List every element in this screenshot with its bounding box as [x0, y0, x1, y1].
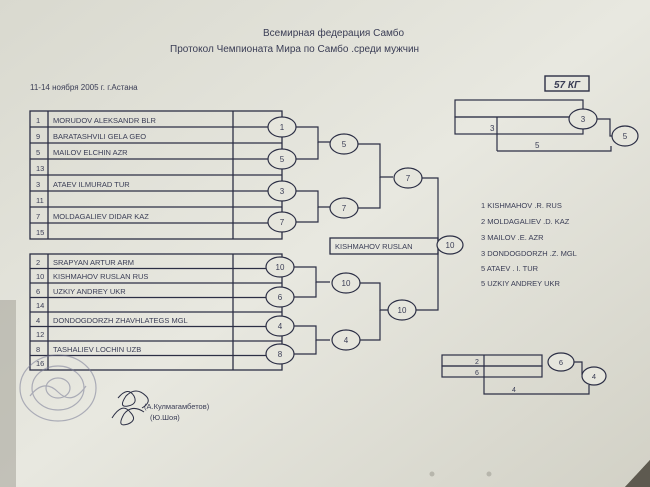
result-line: 2 MOLDAGALIEV .D. KAZ	[481, 217, 570, 226]
repechage-entry: 6	[475, 370, 479, 377]
match-winner-number: 10	[276, 263, 285, 272]
match-circle: 1	[267, 116, 297, 138]
seed-number: 13	[36, 164, 44, 173]
federation-title: Всемирная федерация Самбо	[263, 27, 405, 39]
seed-number: 4	[36, 316, 40, 325]
protocol-title: Протокол Чемпионата Мира по Самбо .среди…	[170, 43, 419, 55]
repechage-entry: 2	[475, 359, 479, 366]
signature-scribble	[111, 390, 149, 426]
seed-number: 5	[36, 148, 40, 157]
match-circle: 10	[387, 299, 417, 321]
pool-b-rows: 2 SRAPYAN ARTUR ARM 10 KISHMAHOV RUSLAN …	[36, 258, 188, 368]
match-winner-number: 4	[344, 336, 349, 345]
competitor-name: TASHALIEV LOCHIN UZB	[53, 345, 141, 354]
paper-shadow-corner	[625, 460, 650, 487]
competitor-name: MAILOV ELCHIN AZR	[53, 148, 128, 157]
repechage-bottom-entry: 4	[512, 387, 516, 394]
match-circle: 3	[267, 180, 297, 202]
competitor-name: ATAEV ILMURAD TUR	[53, 180, 130, 189]
repechage-bottom-entry: 5	[535, 141, 540, 150]
competitor-name: DONDOGDORZH ZHAVHLATEGS MGL	[53, 316, 188, 325]
match-circle: 7	[393, 167, 423, 189]
seed-number: 16	[36, 359, 44, 368]
repechage-circle: 3	[581, 115, 586, 124]
match-circle: 10	[265, 256, 295, 278]
competitor-name: MORUDOV ALEKSANDR BLR	[53, 116, 157, 125]
repechage-top: 3 3 5 5	[490, 108, 639, 150]
seed-number: 15	[36, 228, 44, 237]
pool-a-rows: 1 MORUDOV ALEKSANDR BLR 9 BARATASHVILI G…	[36, 116, 157, 237]
event-dates: 11-14 ноября 2005 г. г.Астана	[30, 83, 138, 92]
match-circle: 7	[267, 211, 297, 233]
final-winner-number: 10	[446, 241, 455, 250]
seed-number: 11	[36, 196, 44, 205]
match-winner-number: 7	[406, 174, 411, 183]
competitor-name: UZKIY ANDREY UKR	[53, 287, 126, 296]
result-line: 1 KISHMAHOV .R. RUS	[481, 201, 562, 210]
final-winner-name: KISHMAHOV RUSLAN	[335, 242, 413, 251]
result-line: 3 DONDOGDORZH .Z. MGL	[481, 249, 577, 258]
seed-number: 9	[36, 132, 40, 141]
official-stamp	[19, 354, 97, 422]
match-circle: 10	[331, 272, 361, 294]
match-winner-number: 10	[398, 306, 407, 315]
repechage-entry: 3	[490, 124, 495, 133]
competitor-name: MOLDAGALIEV DIDAR KAZ	[53, 212, 149, 221]
competitor-name: BARATASHVILI GELA GEO	[53, 132, 146, 141]
pool-b-table	[29, 253, 283, 371]
left-edge-shadow	[0, 300, 16, 487]
match-winner-number: 1	[280, 123, 285, 132]
match-winner-number: 5	[280, 155, 285, 164]
seed-number: 14	[36, 301, 44, 310]
match-circle: 4	[331, 329, 361, 351]
match-circle: 7	[329, 197, 359, 219]
hole-punch	[486, 471, 492, 477]
match-winner-number: 10	[342, 279, 351, 288]
signature-name-2: (Ю.Шоя)	[150, 413, 180, 422]
seed-number: 1	[36, 116, 40, 125]
repechage-circle: 4	[592, 372, 596, 381]
match-winner-number: 8	[278, 350, 283, 359]
competitor-name: SRAPYAN ARTUR ARM	[53, 258, 134, 267]
competitor-name: KISHMAHOV RUSLAN RUS	[53, 272, 148, 281]
signature-name-1: (А.Кулмагамбетов)	[144, 402, 210, 411]
repechage-circle: 5	[623, 132, 628, 141]
seed-number: 12	[36, 330, 44, 339]
pool-a-table	[29, 110, 283, 240]
bracket-circles: 1 5 3 7 5 7 7 10	[265, 116, 423, 365]
seed-number: 3	[36, 180, 40, 189]
result-line: 5 UZKIY ANDREY UKR	[481, 279, 560, 288]
seed-number: 7	[36, 212, 40, 221]
final-results-list: 1 KISHMAHOV .R. RUS 2 MOLDAGALIEV .D. KA…	[481, 201, 577, 288]
match-winner-number: 7	[342, 204, 347, 213]
repechage-circle: 6	[559, 358, 563, 367]
result-line: 5 ATAEV . I. TUR	[481, 264, 539, 273]
final-winner-box: KISHMAHOV RUSLAN 10	[329, 235, 464, 255]
match-circle: 5	[329, 133, 359, 155]
match-winner-number: 4	[278, 322, 283, 331]
match-winner-number: 7	[280, 218, 285, 227]
hole-punch	[429, 471, 435, 477]
match-circle: 5	[267, 148, 297, 170]
match-circle: 8	[265, 343, 295, 365]
match-winner-number: 5	[342, 140, 347, 149]
seed-number: 10	[36, 272, 44, 281]
seed-number: 2	[36, 258, 40, 267]
match-winner-number: 6	[278, 293, 283, 302]
seed-number: 8	[36, 345, 40, 354]
match-circle: 4	[265, 315, 295, 337]
match-winner-number: 3	[280, 187, 285, 196]
weight-class-box: 57 КГ	[544, 75, 590, 92]
weight-class: 57 КГ	[554, 80, 581, 91]
repechage-bottom: 2 6 6 4 4	[475, 352, 607, 394]
result-line: 3 MAILOV .E. AZR	[481, 233, 544, 242]
seed-number: 6	[36, 287, 40, 296]
match-circle: 6	[265, 286, 295, 308]
